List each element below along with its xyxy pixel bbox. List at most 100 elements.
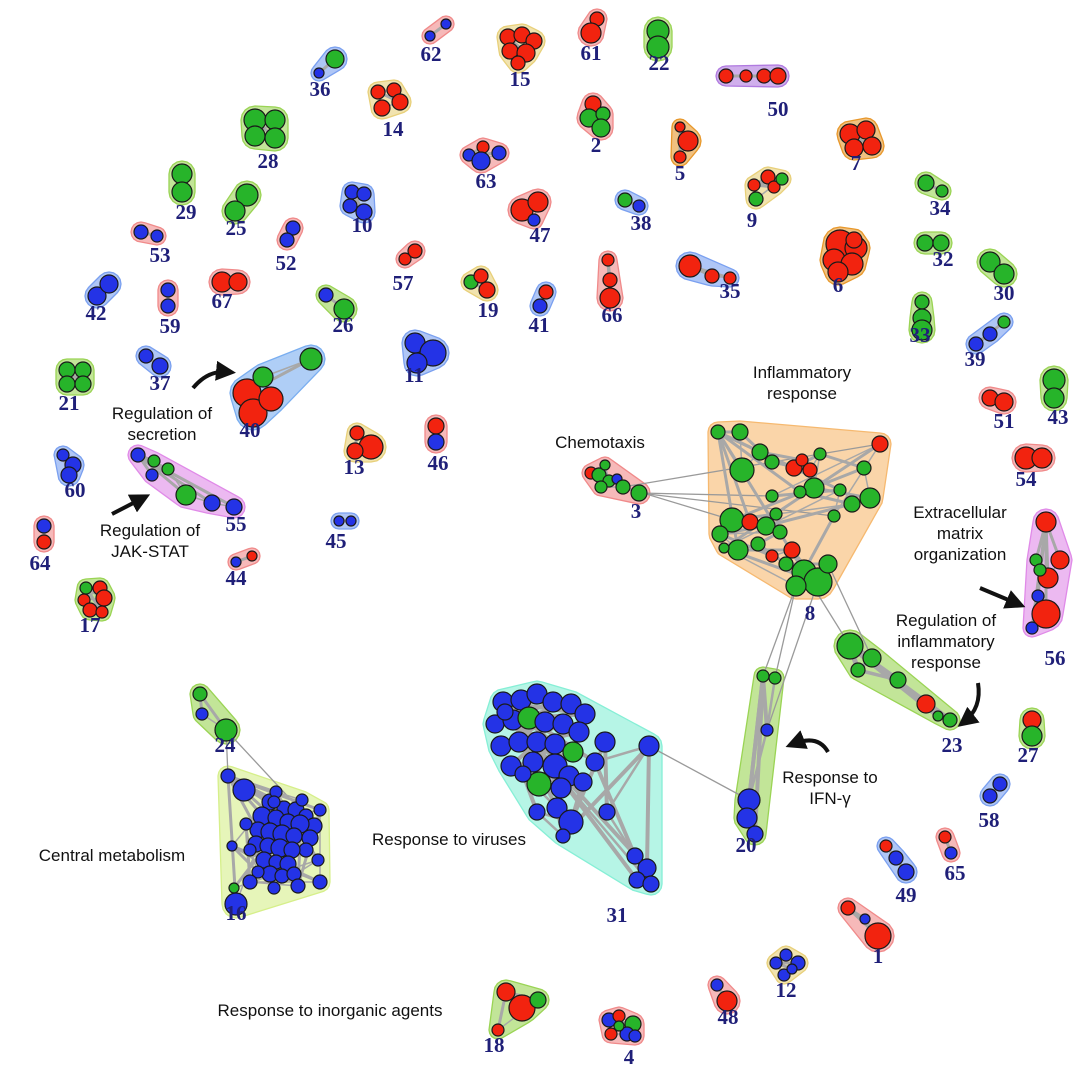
node-blue <box>160 298 176 314</box>
node-blue <box>298 842 314 858</box>
node-blue <box>897 863 915 881</box>
annotation-line: response <box>767 384 837 403</box>
node-red <box>499 28 517 46</box>
edge <box>833 443 881 517</box>
node-green <box>1043 387 1065 409</box>
node-blue <box>138 348 154 364</box>
node-green <box>756 669 770 683</box>
node-red <box>1050 550 1070 570</box>
annotation-line: organization <box>914 545 1007 564</box>
node-green <box>299 347 323 371</box>
node-green <box>526 771 552 797</box>
edge <box>765 676 777 732</box>
node-red <box>677 130 699 152</box>
cluster-18-label: 18 <box>484 1033 505 1057</box>
node-green <box>778 556 794 572</box>
node-blue <box>230 556 242 568</box>
node-blue <box>550 777 572 799</box>
node-green <box>850 662 866 678</box>
node-green <box>646 35 670 59</box>
node-red <box>246 550 258 562</box>
node-blue <box>594 731 616 753</box>
node-red <box>398 252 412 266</box>
cluster-49-label: 49 <box>896 883 917 907</box>
node-green <box>325 49 345 69</box>
cluster-40-label: 40 <box>240 418 261 442</box>
node-red <box>391 93 409 111</box>
node-green <box>756 516 776 536</box>
cluster-67-label: 67 <box>212 289 233 313</box>
node-blue <box>859 913 871 925</box>
node-green <box>768 671 782 685</box>
node-red <box>783 541 801 559</box>
node-blue <box>440 18 452 30</box>
node-green <box>731 423 749 441</box>
node-blue <box>786 963 798 975</box>
jak-stat-arrow <box>111 494 151 516</box>
annotation-line: Regulation of <box>112 404 212 423</box>
node-red <box>994 392 1014 412</box>
node-red <box>864 922 892 950</box>
cluster-7-label: 7 <box>851 151 862 175</box>
node-green <box>264 109 286 131</box>
node-green <box>813 447 827 461</box>
node-red <box>1031 447 1053 469</box>
node-red <box>238 398 268 428</box>
cluster-6-label: 6 <box>833 273 844 297</box>
node-blue <box>36 518 52 534</box>
node-green <box>171 181 193 203</box>
node-blue <box>534 711 556 733</box>
node-red <box>840 900 856 916</box>
node-blue <box>982 326 998 342</box>
cluster-3-label: 3 <box>631 499 642 523</box>
node-blue <box>313 803 327 817</box>
node-green <box>264 127 286 149</box>
cluster-20-label: 20 <box>736 833 757 857</box>
cluster-12-label: 12 <box>776 978 797 1002</box>
node-red <box>95 589 113 607</box>
cluster-63-label: 63 <box>476 169 497 193</box>
annotation-arrows <box>111 360 1026 754</box>
cluster-58-label: 58 <box>979 808 1000 832</box>
node-green <box>833 483 847 497</box>
annotation-chemotaxis: Chemotaxis <box>555 433 645 452</box>
node-red <box>349 425 365 441</box>
node-red <box>491 1023 505 1037</box>
node-blue <box>60 466 78 484</box>
node-blue <box>239 817 253 831</box>
node-green <box>856 460 872 476</box>
node-green <box>244 125 266 147</box>
node-blue <box>544 733 566 755</box>
node-red <box>747 178 761 192</box>
cluster-23-label: 23 <box>942 733 963 757</box>
node-red <box>916 694 936 714</box>
cluster-24-label: 24 <box>215 733 237 757</box>
node-green <box>1021 725 1043 747</box>
node-blue <box>526 731 548 753</box>
cluster-41-label: 41 <box>529 313 550 337</box>
cluster-27-label: 27 <box>1018 743 1039 767</box>
node-green <box>710 424 726 440</box>
node-red <box>346 442 364 460</box>
inter-cluster-links <box>225 443 881 817</box>
node-green <box>175 484 197 506</box>
node-green <box>889 671 907 689</box>
edge <box>723 489 841 549</box>
cluster-2-label: 2 <box>591 133 602 157</box>
edge <box>764 502 854 528</box>
node-blue <box>944 846 958 860</box>
node-green <box>935 184 949 198</box>
node-blue <box>760 723 774 737</box>
node-green <box>997 315 1011 329</box>
cluster-14-label: 14 <box>383 117 405 141</box>
node-red <box>795 453 809 467</box>
cluster-17-label: 17 <box>80 613 101 637</box>
node-blue <box>585 752 605 772</box>
node-blue <box>145 468 159 482</box>
node-green <box>529 991 547 1009</box>
node-blue <box>632 199 646 213</box>
cluster-labels: 1234567891011121314151617181920212223242… <box>30 41 1069 1069</box>
node-red <box>527 191 549 213</box>
